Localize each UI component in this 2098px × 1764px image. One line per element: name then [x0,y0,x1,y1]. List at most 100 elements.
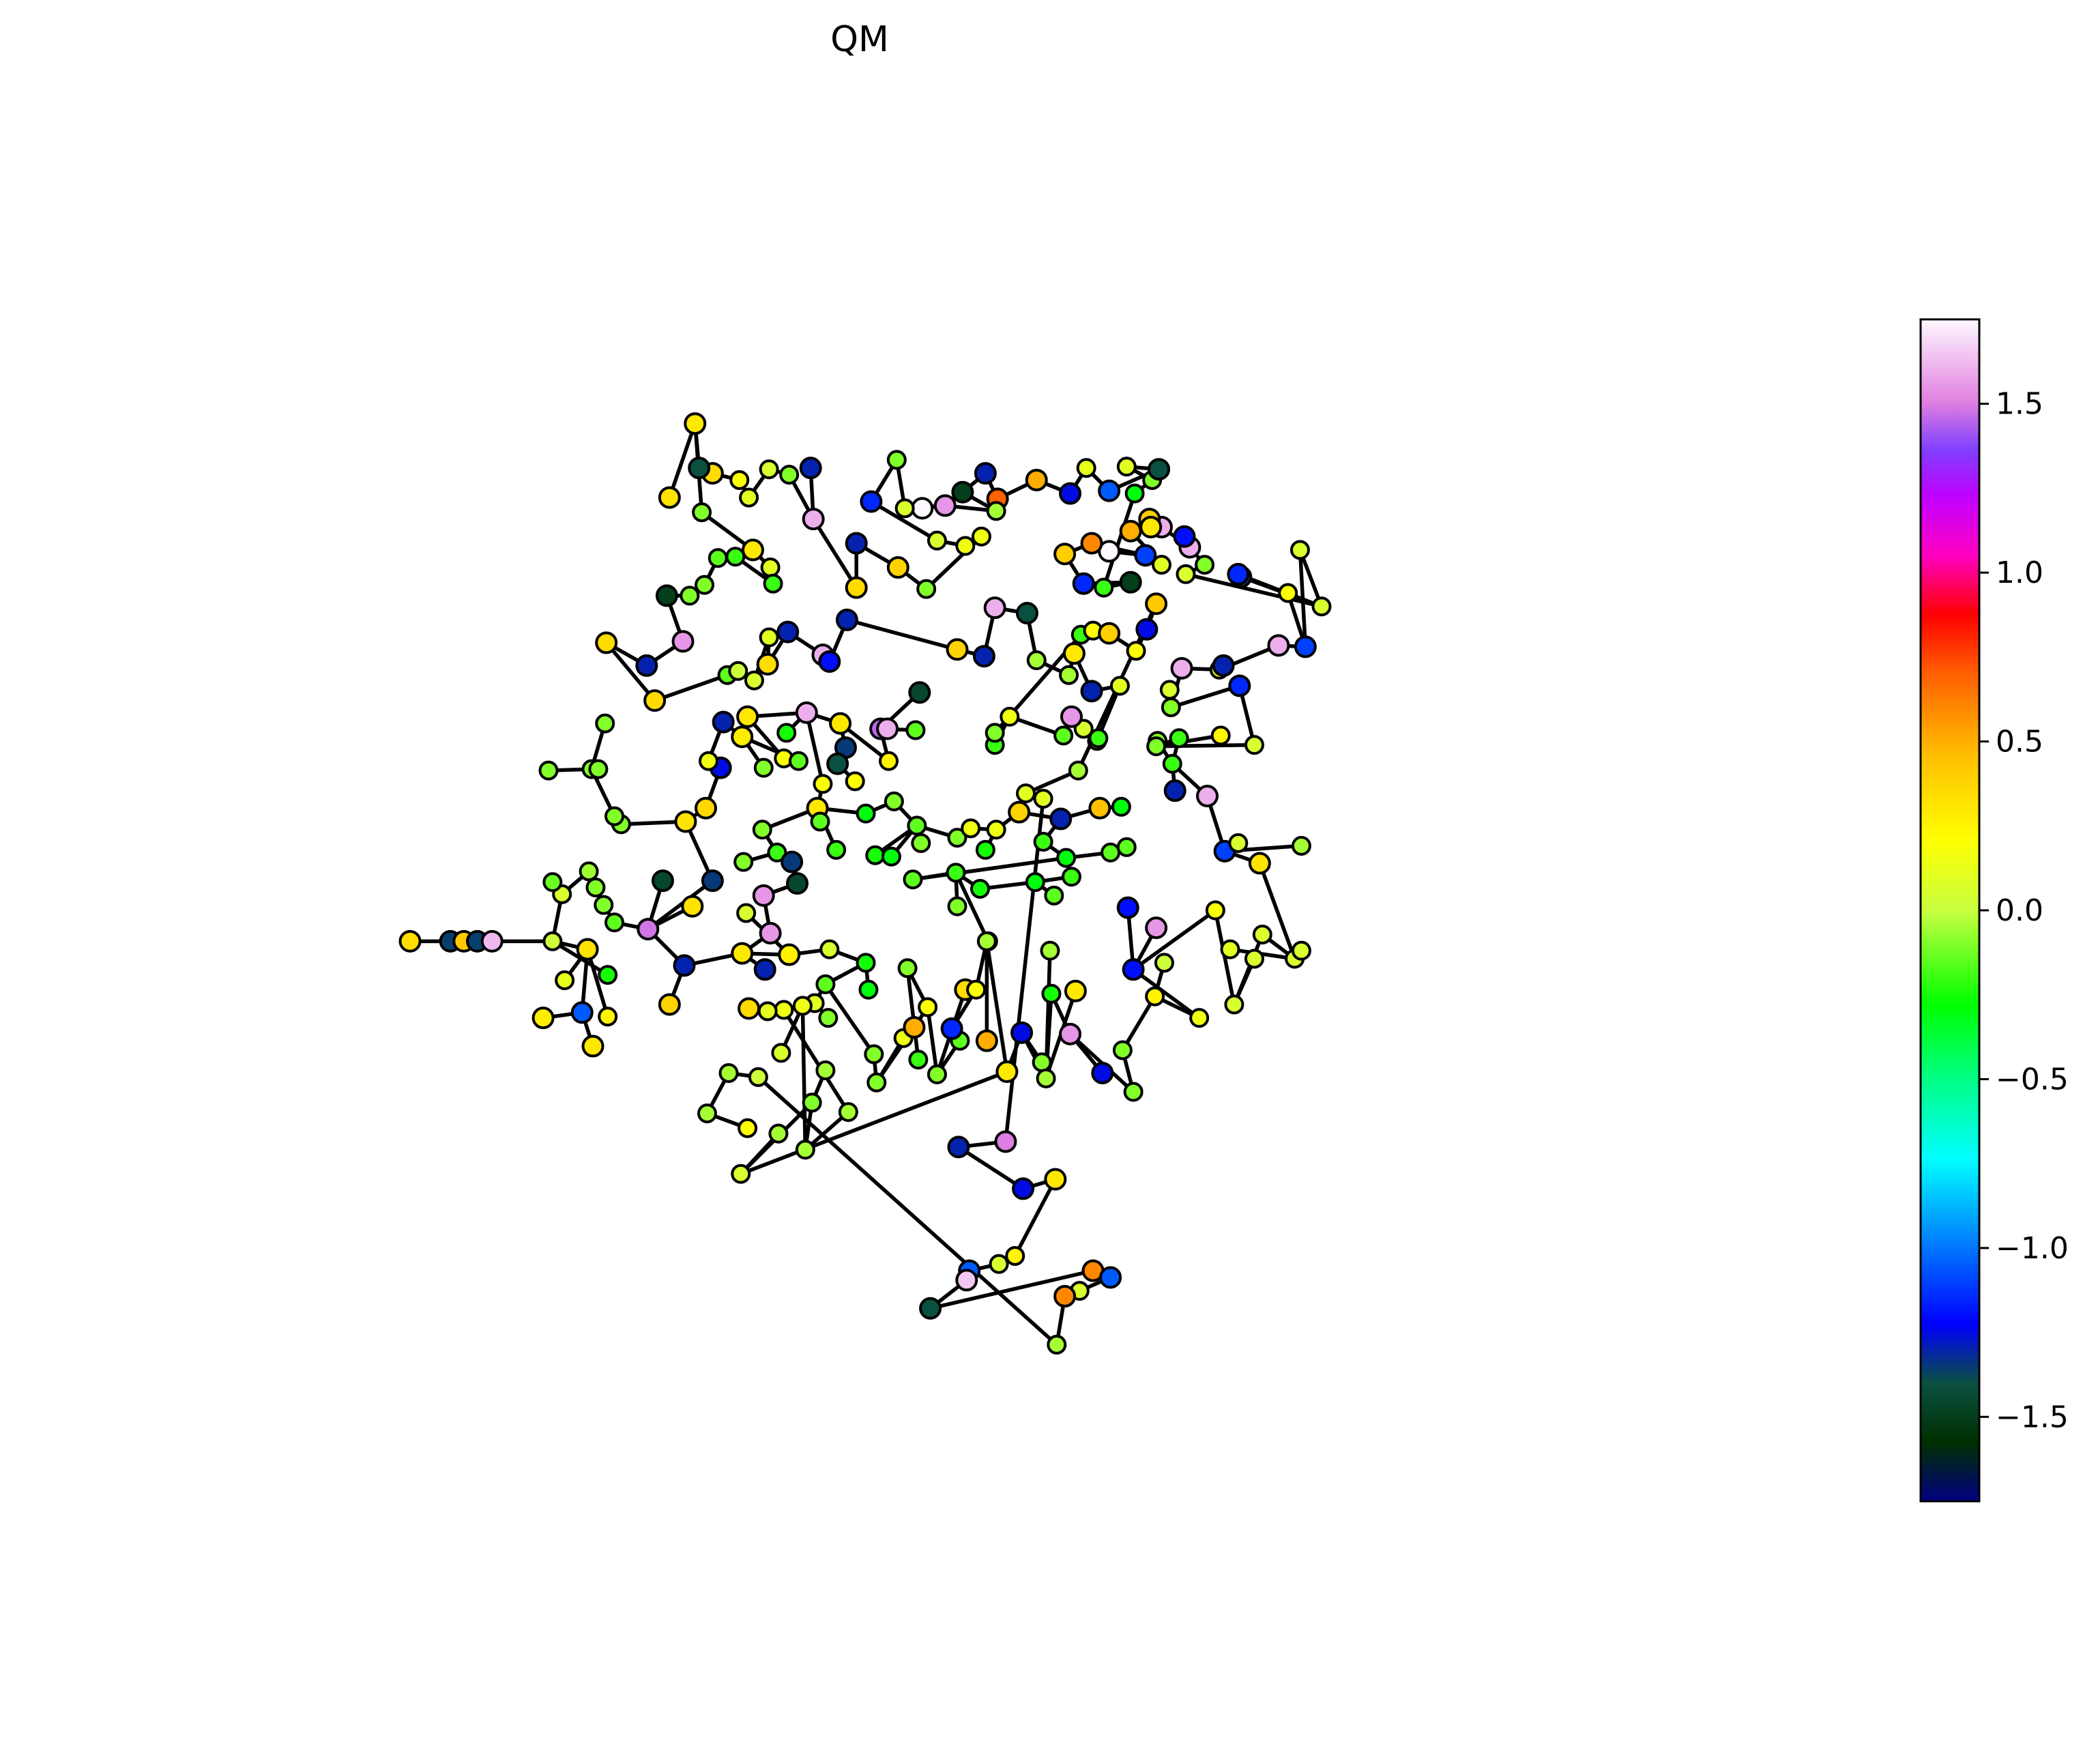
atom-marker [581,1035,604,1058]
atom-marker [829,712,852,735]
atom-marker [688,457,711,480]
bond-line [804,710,825,786]
atom-marker [826,839,847,860]
atom-marker [1119,570,1142,594]
atom-marker [1008,800,1031,824]
atom-marker [1163,779,1186,803]
atom-marker [637,918,660,941]
bond-line [585,947,610,1019]
atom-marker [975,839,995,860]
atom-marker [961,818,981,839]
atom-marker [1005,1245,1025,1266]
atom-marker [1000,706,1020,727]
atom-marker [635,654,658,677]
atom-marker [1064,979,1087,1002]
atom-marker [1154,953,1174,973]
atom-marker [897,958,918,979]
atom-marker [643,689,667,712]
bond-line [869,500,939,543]
atom-marker [1248,852,1271,875]
atom-marker [919,1297,942,1320]
atom-marker [908,681,931,704]
atom-marker [1119,519,1142,543]
colorbar-tick-label: −0.5 [1996,1062,2069,1097]
atom-marker [774,1000,794,1020]
atom-marker [604,912,625,933]
atom-marker [1291,940,1311,961]
atom-marker [781,850,804,873]
atom-marker [864,1044,884,1065]
atom-marker [1033,788,1053,809]
bond-line [1012,1177,1058,1258]
bond-line [925,1005,939,1077]
atom-marker [671,630,695,653]
atom-marker [756,652,779,676]
atom-marker [736,903,757,923]
atom-marker [1088,796,1111,820]
atom-marker [1101,842,1121,863]
atom-marker [1040,940,1060,961]
atom-marker [576,938,599,961]
bond-line [1298,548,1324,609]
atom-marker [1080,532,1103,555]
atom-marker [927,530,947,551]
atom-marker [845,576,868,599]
atom-marker [598,1007,618,1027]
atom-marker [1135,618,1159,641]
atom-marker [1112,1040,1133,1060]
atom-marker [1294,635,1317,659]
bond-line [1004,796,1045,1144]
atom-marker [398,929,422,953]
atom-marker [531,1007,555,1030]
atom-marker [908,1050,929,1070]
atom-marker [1145,916,1168,940]
atom-marker [757,1001,778,1022]
atom-marker [595,713,615,734]
atom-marker [697,1103,717,1124]
atom-marker [927,1064,947,1084]
bond-line [1131,967,1201,1020]
atom-marker [1278,583,1298,603]
atom-marker [1134,544,1157,567]
atom-marker [903,1015,926,1039]
atom-marker [768,1123,789,1144]
atom-marker [695,796,718,820]
atom-marker [778,943,801,966]
atom-marker [1148,458,1171,481]
atom-marker [542,931,563,951]
atom-marker [1224,994,1244,1015]
atom-marker [748,1067,768,1087]
atom-marker [947,828,967,848]
atom-marker [835,608,858,631]
atom-marker [903,869,923,890]
atom-marker [604,806,625,826]
atom-marker [799,457,822,480]
atom-marker [731,1163,751,1184]
atom-marker [579,861,599,882]
colorbar: 1.51.00.50.0−0.5−1.0−1.5 [1919,318,2069,1503]
atom-marker [1173,525,1196,548]
atom-marker [1244,735,1264,755]
bond-line [1154,742,1257,749]
atom-marker [712,710,735,734]
atom-marker [826,752,849,775]
atom-marker [725,547,746,567]
atom-marker [658,993,681,1016]
atom-marker [1060,705,1083,728]
atom-marker [681,895,704,918]
atom-marker [1053,725,1074,746]
atom-marker [1220,939,1240,959]
atom-marker [946,863,966,883]
atom-marker [856,953,876,973]
bond-line [811,517,858,590]
atom-marker [729,469,750,490]
bond-line [646,878,715,931]
atom-marker [1145,592,1168,616]
atom-marker [905,720,926,740]
atom-marker [985,723,1005,743]
bond-line [1232,932,1265,1007]
atom-marker [1059,1022,1082,1045]
atom-marker [1059,482,1082,505]
atom-marker [916,579,937,599]
